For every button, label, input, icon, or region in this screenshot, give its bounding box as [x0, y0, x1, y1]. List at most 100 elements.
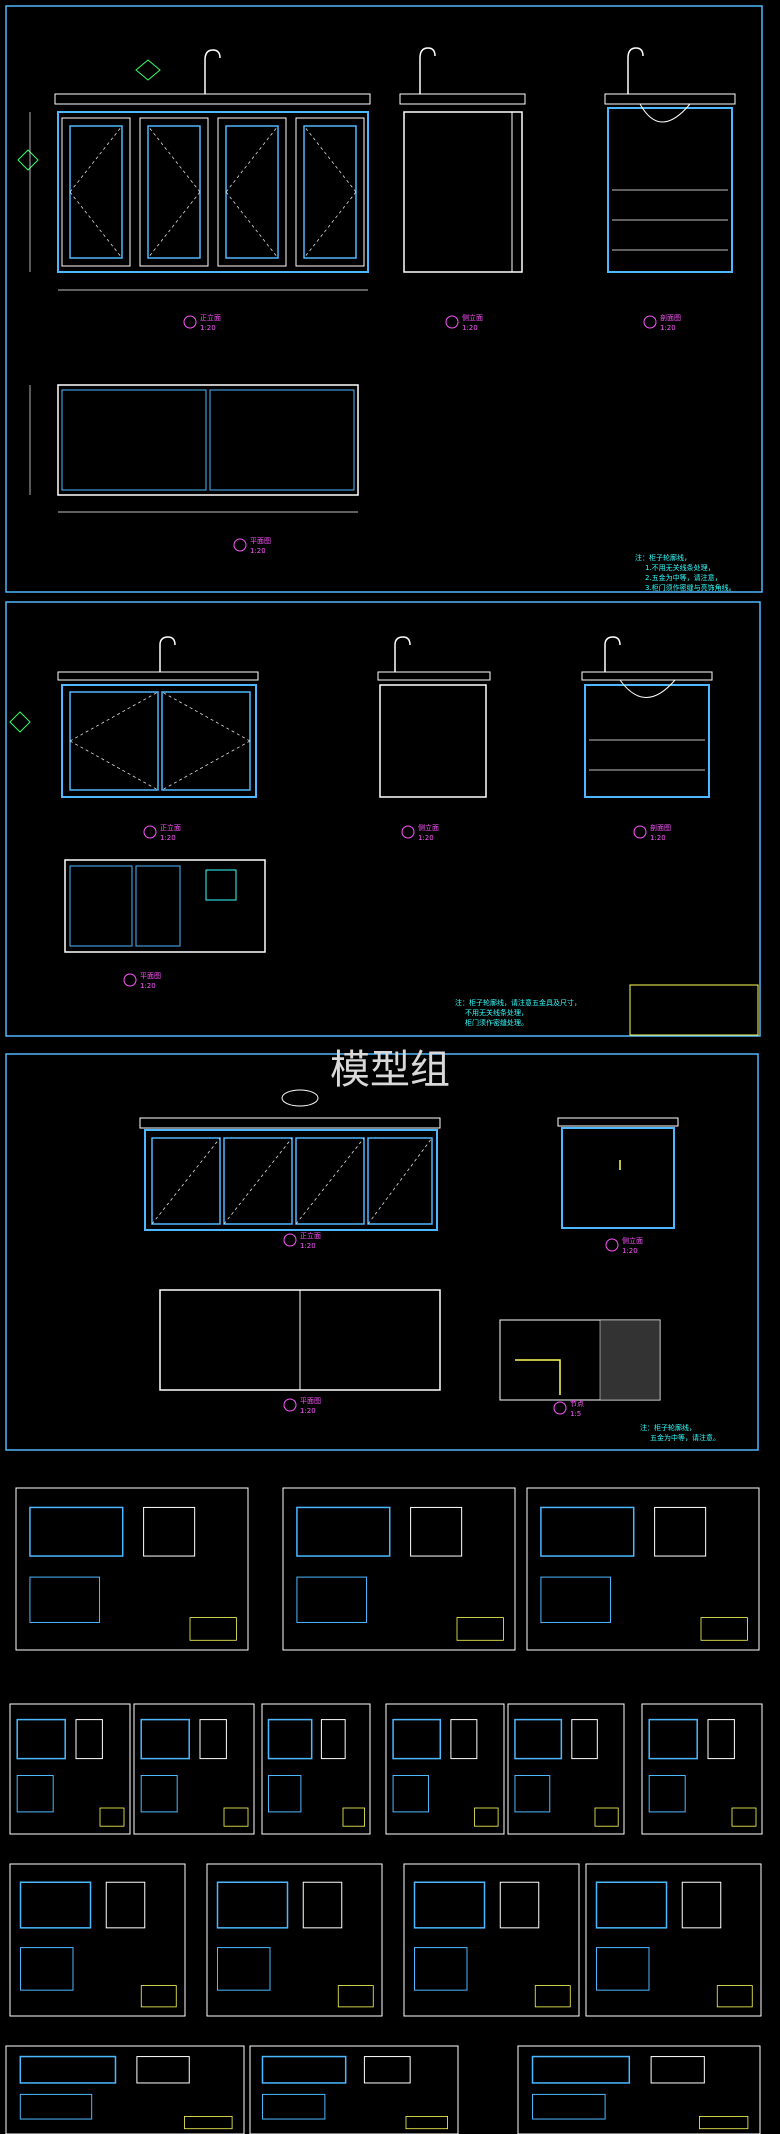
sheet2-frame — [5, 601, 761, 1037]
sheet2-front-label: 正立面 — [160, 823, 181, 832]
thumbnail-title-block — [700, 1617, 748, 1641]
thumbnail-title-block — [140, 1985, 177, 2008]
thumbnail-frame — [282, 1487, 516, 1651]
thumbnail-side — [450, 1719, 478, 1760]
sheet3-frame — [5, 1053, 759, 1451]
thumbnail-title-block — [456, 1617, 504, 1641]
thumbnail-plan — [217, 1947, 271, 1991]
thumbnail-frame — [403, 1863, 580, 2017]
sheet3-note: 注：柜子轮廓线， — [640, 1423, 696, 1432]
thumbnail-title-block — [699, 2115, 749, 2130]
thumbnail-frame — [133, 1703, 255, 1835]
sheet3-plan-label: 平面图 — [300, 1397, 321, 1405]
sheet2-notes: 注：柜子轮廓线，请注意五金具及尺寸， 不用无关线条处理， 柜门须作密缝处理。 — [455, 984, 759, 1036]
thumbnail-cabinet — [648, 1718, 698, 1760]
thumbnail-title-block — [474, 1807, 499, 1827]
thumbnail-title-block — [189, 1617, 237, 1641]
thumbnail-frame — [249, 2045, 459, 2134]
thumbnail-side — [410, 1506, 463, 1557]
sheet1-side-label: 侧立面 — [462, 313, 483, 322]
thumbnail-cabinet — [216, 1881, 289, 1929]
thumbnail-cabinet — [392, 1718, 442, 1760]
thumbnail-cabinet — [29, 1506, 124, 1557]
thumbnail-plan — [514, 1775, 551, 1813]
sheet2-note: 不用无关线条处理， — [465, 1008, 528, 1017]
thumbnail-plan — [29, 1576, 101, 1623]
thumbnail-cabinet — [267, 1718, 313, 1760]
thumbnail-plan — [540, 1576, 612, 1623]
sheet2-side-scale: 1:20 — [418, 834, 434, 842]
thumbnail-cabinet — [595, 1881, 668, 1929]
sheet2-plan-scale: 1:20 — [140, 982, 156, 990]
thumbnail-frame — [5, 2045, 245, 2134]
thumbnail-frame — [9, 1703, 131, 1835]
thumbnail-title-block — [405, 2115, 448, 2130]
sheet2-plan: 平面图 1:20 — [64, 859, 266, 990]
sheet1-note: 3.柜门须作密缝与亮饰角线。 — [645, 583, 736, 592]
thumbnail-side — [105, 1881, 146, 1929]
sheet1-plan-label: 平面图 — [250, 537, 271, 545]
sheet2-note: 注：柜子轮廓线，请注意五金具及尺寸， — [455, 998, 581, 1007]
thumbnail-plan — [596, 1947, 650, 1991]
sheet3-front-label: 正立面 — [300, 1231, 321, 1240]
sheet2-section: 剖面图 1:20 — [581, 636, 713, 842]
thumbnail-plan — [261, 2093, 326, 2120]
thumbnail-cabinet — [19, 1881, 92, 1929]
thumbnail-title-block — [716, 1985, 753, 2008]
sheet3-detail: 节点 1:5 — [499, 1319, 661, 1418]
thumbnail-cabinet — [261, 2055, 347, 2084]
watermark: 模型组 — [330, 1047, 450, 1093]
thumbnail-frame — [261, 1703, 371, 1835]
thumbnail-frame — [385, 1703, 505, 1835]
thumbnail-side — [571, 1719, 598, 1760]
thumbnail-plan — [392, 1775, 429, 1813]
sheet1-side-scale: 1:20 — [462, 324, 478, 332]
thumbnail-side — [199, 1719, 227, 1760]
thumbnail-title-block — [594, 1807, 619, 1827]
thumbnail-title-block — [184, 2115, 233, 2130]
thumbnail-sheets — [5, 1487, 763, 2134]
sheet1-note: 注：柜子轮廓线， — [635, 553, 691, 562]
thumbnail-title-block — [99, 1807, 125, 1827]
sheet1-notes: 注：柜子轮廓线， 1.不用无关线条处理， 2.五金为中等，请注意， 3.柜门须作… — [635, 553, 736, 592]
thumbnail-frame — [9, 1863, 186, 2017]
thumbnail-side — [302, 1881, 343, 1929]
sheet1-section-scale: 1:20 — [660, 324, 676, 332]
thumbnail-plan — [648, 1775, 686, 1813]
sheet3-side-label: 侧立面 — [622, 1236, 643, 1245]
sheet1-section: 剖面图 1:20 — [604, 47, 736, 332]
thumbnail-side — [654, 1506, 707, 1557]
thumbnail-cabinet — [531, 2055, 631, 2084]
thumbnail-side — [136, 2056, 190, 2084]
thumbnail-cabinet — [296, 1506, 391, 1557]
thumbnail-side — [707, 1719, 735, 1760]
thumbnail-side — [363, 2056, 411, 2084]
thumbnail-plan — [140, 1775, 178, 1813]
sheet2-title-block — [629, 984, 759, 1036]
thumbnail-plan — [20, 1947, 74, 1991]
sheet3-side-scale: 1:20 — [622, 1247, 638, 1255]
thumbnail-frame — [585, 1863, 762, 2017]
sheet2-front-scale: 1:20 — [160, 834, 176, 842]
thumbnail-side — [143, 1506, 196, 1557]
thumbnail-plan — [296, 1576, 368, 1623]
sheet1-note: 1.不用无关线条处理， — [645, 563, 715, 572]
sheet3-side-elevation: 侧立面 1:20 — [557, 1117, 679, 1255]
sheet1-note: 2.五金为中等，请注意， — [645, 573, 722, 582]
sheet1-side-elevation: 侧立面 1:20 — [399, 47, 526, 332]
thumbnail-plan — [16, 1775, 54, 1813]
thumbnail-cabinet — [19, 2055, 117, 2084]
thumbnail-frame — [526, 1487, 760, 1651]
sheet2-section-scale: 1:20 — [650, 834, 666, 842]
thumbnail-side — [681, 1881, 722, 1929]
thumbnail-plan — [19, 2093, 93, 2120]
sheet1-plan-scale: 1:20 — [250, 547, 266, 555]
sheet1-front-elevation: 正立面 1:20 — [17, 49, 371, 332]
thumbnail-cabinet — [514, 1718, 563, 1760]
thumbnail-frame — [206, 1863, 383, 2017]
thumbnail-side — [499, 1881, 540, 1929]
sheet3-front-elevation: 正立面 1:20 — [139, 1089, 441, 1250]
thumbnail-title-block — [337, 1985, 374, 2008]
sheet3-note: 五金为中等，请注意。 — [650, 1433, 720, 1442]
thumbnail-frame — [641, 1703, 763, 1835]
